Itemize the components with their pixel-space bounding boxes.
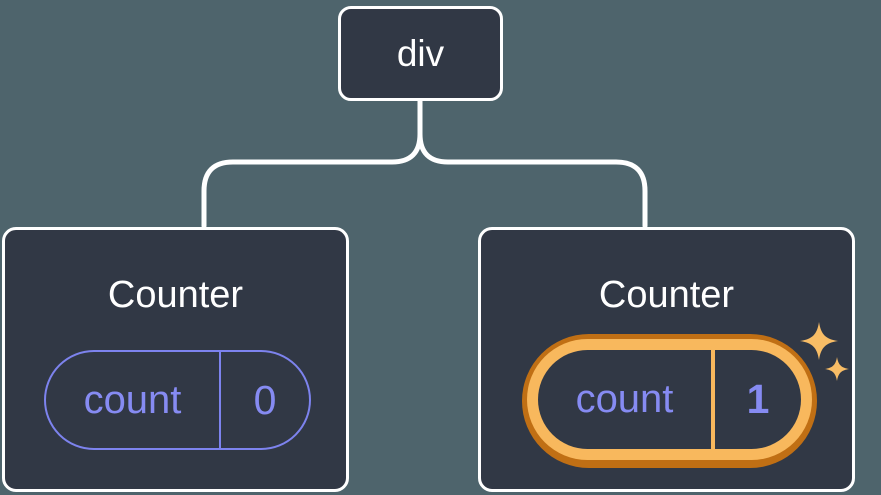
pill-divider [219,352,221,448]
root-node-label: div [396,32,445,74]
counter-card-left: Counter count 0 [2,227,349,492]
state-pill-count-0: count 0 [44,350,311,450]
root-node-div: div [338,6,503,101]
tree-edge-right [417,98,648,229]
state-value-label: 1 [746,376,770,422]
state-value-label: 0 [253,376,277,423]
counter-title: Counter [107,274,244,316]
state-name-label: count [575,377,674,421]
pill-divider [711,350,715,449]
state-name-label: count [83,377,182,422]
counter-title: Counter [598,274,735,316]
tree-edge-left [201,98,423,229]
highlight-ring-inner: count 1 [527,339,812,460]
highlight-ring-outer: count 1 [522,334,817,468]
sparkle-large [800,322,838,360]
counter-card-right: Counter count 1 [478,227,855,492]
sparkle-small [825,357,849,381]
state-pill-count-1: count 1 [538,350,801,449]
